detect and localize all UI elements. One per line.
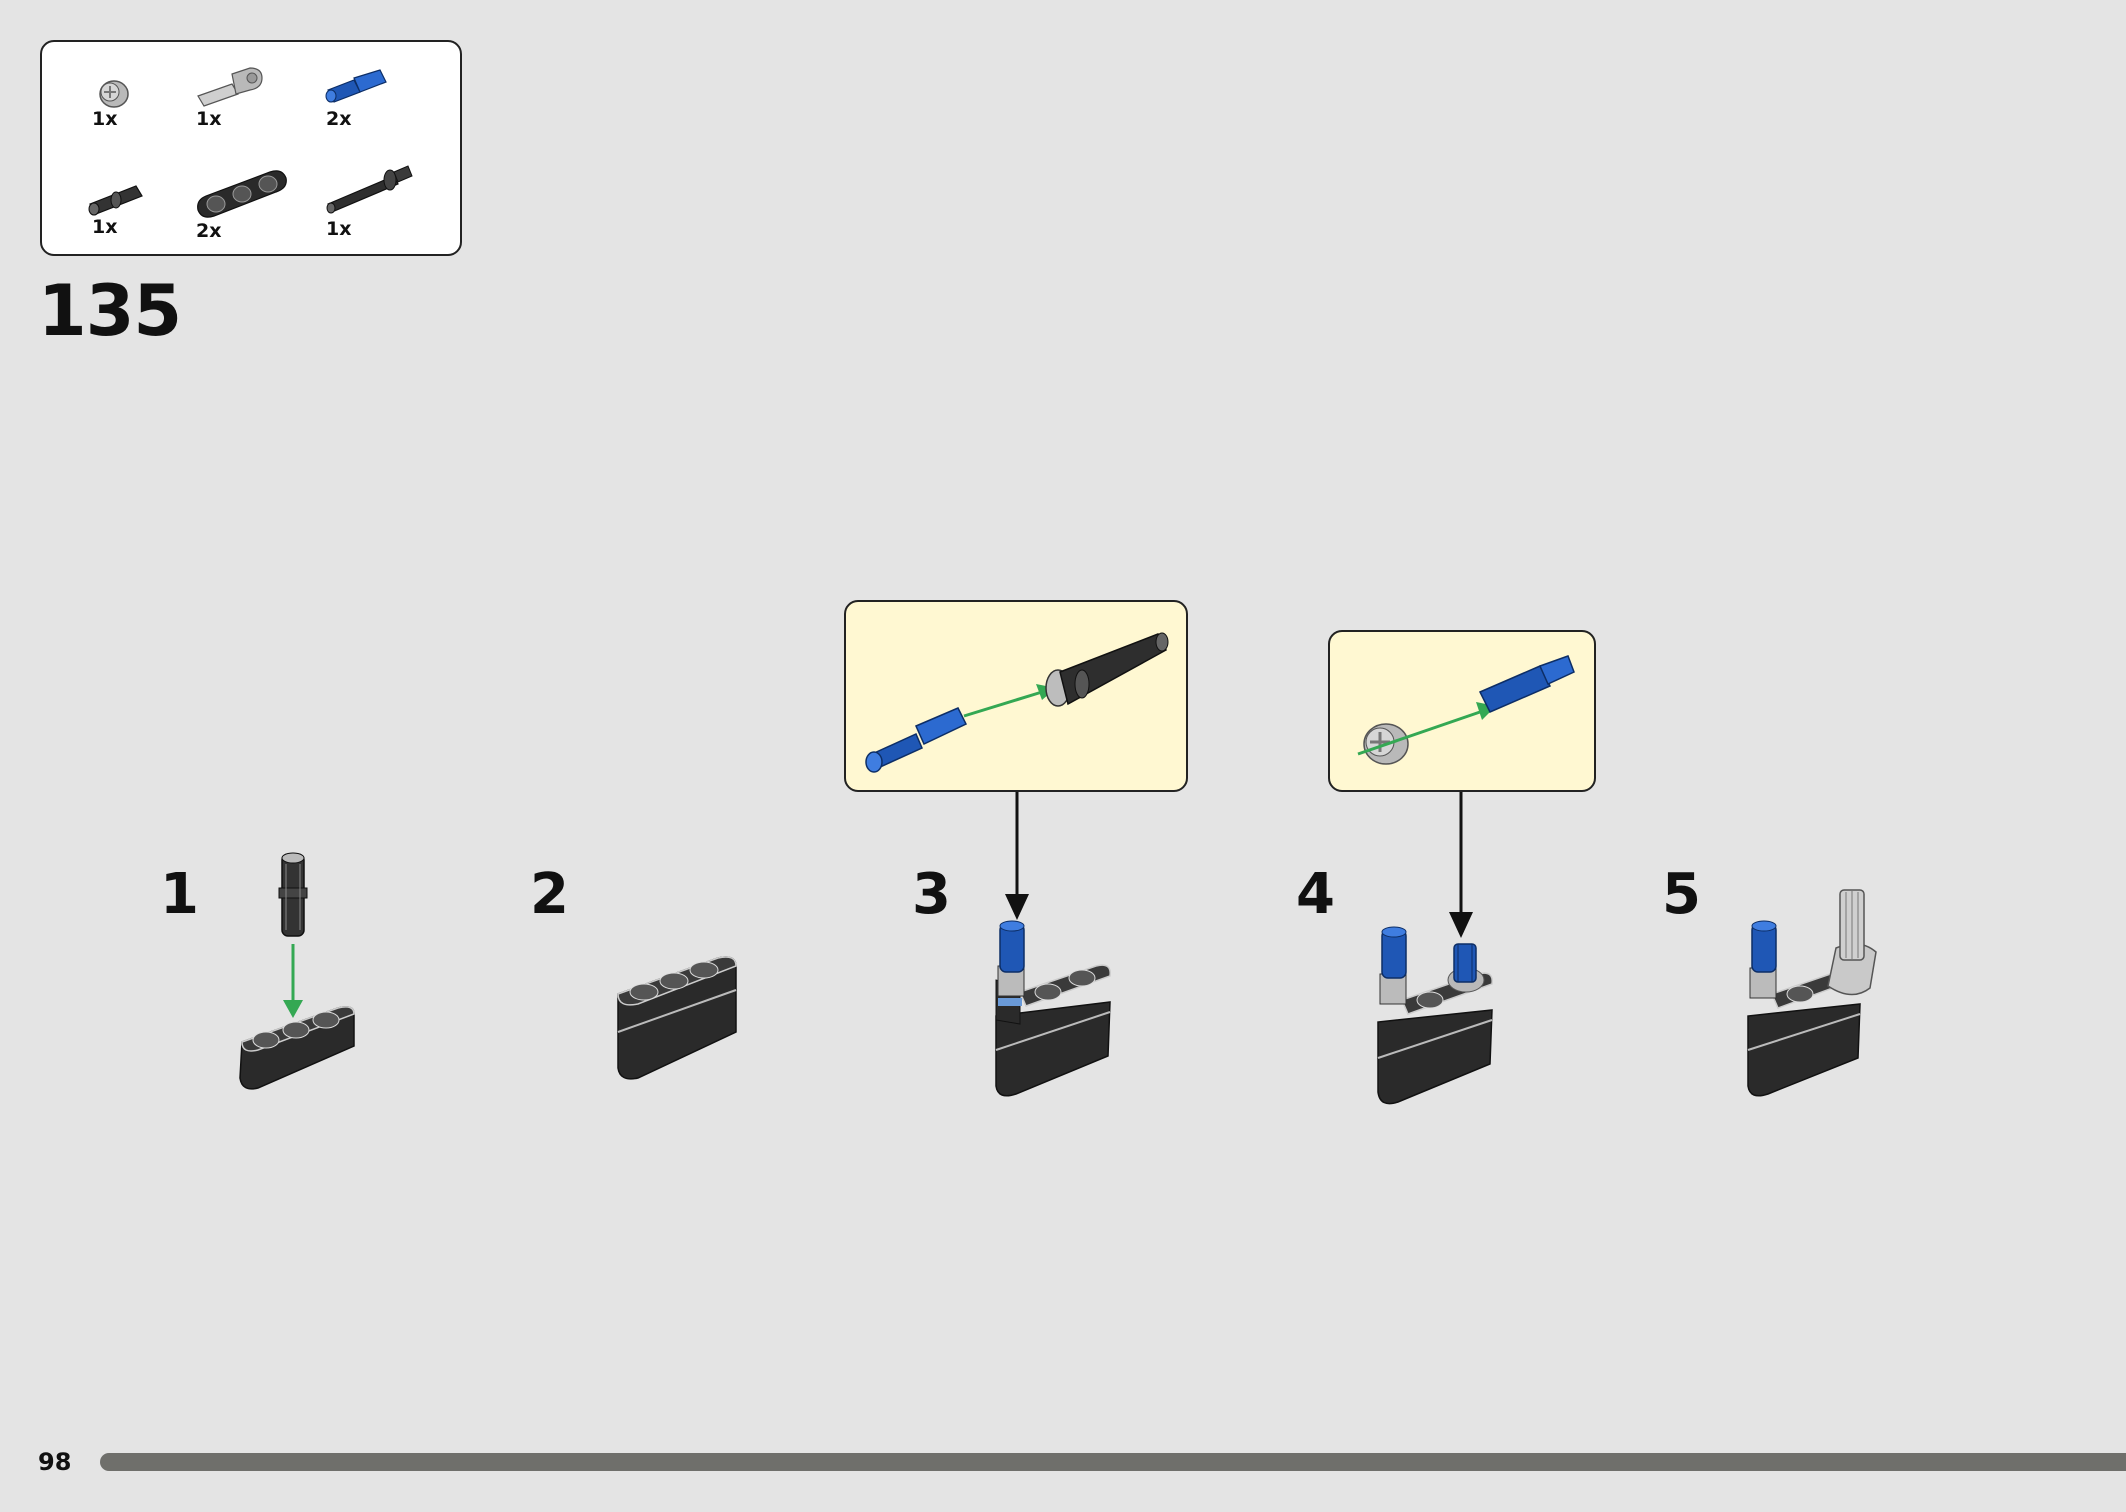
substep-number: 5 [1662,862,1701,927]
progress-bar [100,1453,2126,1471]
beam-3-icon [239,1006,355,1090]
substep-2: 2 [520,840,760,1100]
part-qty: 1x [326,218,352,240]
parts-list: 1x 1x 2x 1x [40,40,462,256]
part-item: 1x [192,62,282,130]
substep-4: 4 [1288,840,1528,1105]
stacked-beams [617,956,737,1080]
callout-assembly-illustration [865,632,1169,773]
part-qty: 2x [326,108,352,130]
short-pin-icon [278,852,308,937]
part-item: 1x [86,176,176,242]
substep-5-illustration [1747,889,1877,1097]
insert-arrow-icon [283,944,303,1018]
part-item: 2x [192,160,302,244]
callout-substep-4 [1328,630,1596,792]
substep-2-illustration [617,956,737,1080]
insert-arrow-icon [963,684,1056,718]
substep-number: 1 [160,862,199,927]
callout-substep-3 [844,600,1188,792]
part-item: 1x [324,160,424,244]
substep-3-illustration [995,920,1111,1097]
blue-axle-pin-icon [865,707,968,773]
part-qty: 1x [196,108,222,130]
substep-4-illustration [1377,926,1493,1105]
beam-3-icon [197,170,287,218]
part-item: 2x [324,64,414,130]
part-qty: 1x [92,216,118,238]
assembly [995,920,1111,1097]
part-item: 1x [86,68,166,130]
substep-3: 3 [904,840,1144,1100]
substep-5: 5 [1654,840,1914,1100]
assembly [1377,926,1493,1105]
long-axle-pin-icon [326,165,413,214]
page-number: 98 [38,1448,72,1476]
bush-icon [99,80,129,108]
part-qty: 1x [92,108,118,130]
callout-3-arrow [1005,792,1029,920]
substep-number: 2 [530,862,569,927]
short-pin-icon [88,185,143,216]
callout-4-arrow [1449,792,1473,938]
substep-number: 4 [1296,862,1335,927]
substep-1-illustration [239,852,355,1090]
substep-1: 1 [150,840,390,1100]
axle-connector-icon [197,67,263,107]
step-number: 135 [38,270,182,352]
callout-assembly-illustration [1357,655,1575,765]
blue-axle-pin-icon [1478,655,1575,713]
substep-number: 3 [912,862,951,927]
long-axle-pin-icon [1045,632,1169,707]
part-qty: 2x [196,220,222,242]
blue-axle-pin-icon [325,69,387,103]
assembly [1747,889,1877,1097]
